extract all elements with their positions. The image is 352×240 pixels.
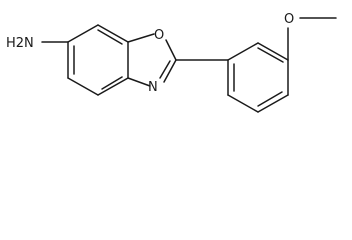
bond-o1-c2 xyxy=(165,39,177,61)
molecule-drawing: H2N O N O xyxy=(6,12,337,113)
bond-c5-c6 xyxy=(67,77,99,96)
benzene-ring-left xyxy=(67,24,129,96)
bond-c2-c3 xyxy=(97,24,129,43)
inner-bond-p3 xyxy=(257,91,283,107)
structure-diagram: H2N O N O xyxy=(6,12,337,113)
bond-p1-p2 xyxy=(227,42,259,61)
bond-c1-c2 xyxy=(67,24,99,43)
inner-bond-2 xyxy=(97,29,123,45)
bond-c2-n3 xyxy=(163,59,177,83)
nitrogen-label-ring: N xyxy=(148,80,158,95)
oxygen-label-methoxy: O xyxy=(284,12,294,27)
oxygen-label-ring: O xyxy=(154,28,164,43)
bond-p4-p5 xyxy=(257,94,289,113)
oxazole-ring xyxy=(127,33,177,87)
inner-bond-3 xyxy=(101,76,123,90)
amine-label: H2N xyxy=(6,36,34,51)
bond-p2-p3 xyxy=(257,42,289,61)
bond-c3-o1 xyxy=(127,33,155,43)
bond-c2-n3-double xyxy=(159,60,171,79)
bond-p5-p6 xyxy=(227,94,259,113)
bond-c4-c5 xyxy=(97,77,129,96)
inner-bond-p2 xyxy=(257,47,284,63)
bond-n3-c3a xyxy=(127,77,151,87)
methoxyphenyl-ring xyxy=(227,42,289,113)
